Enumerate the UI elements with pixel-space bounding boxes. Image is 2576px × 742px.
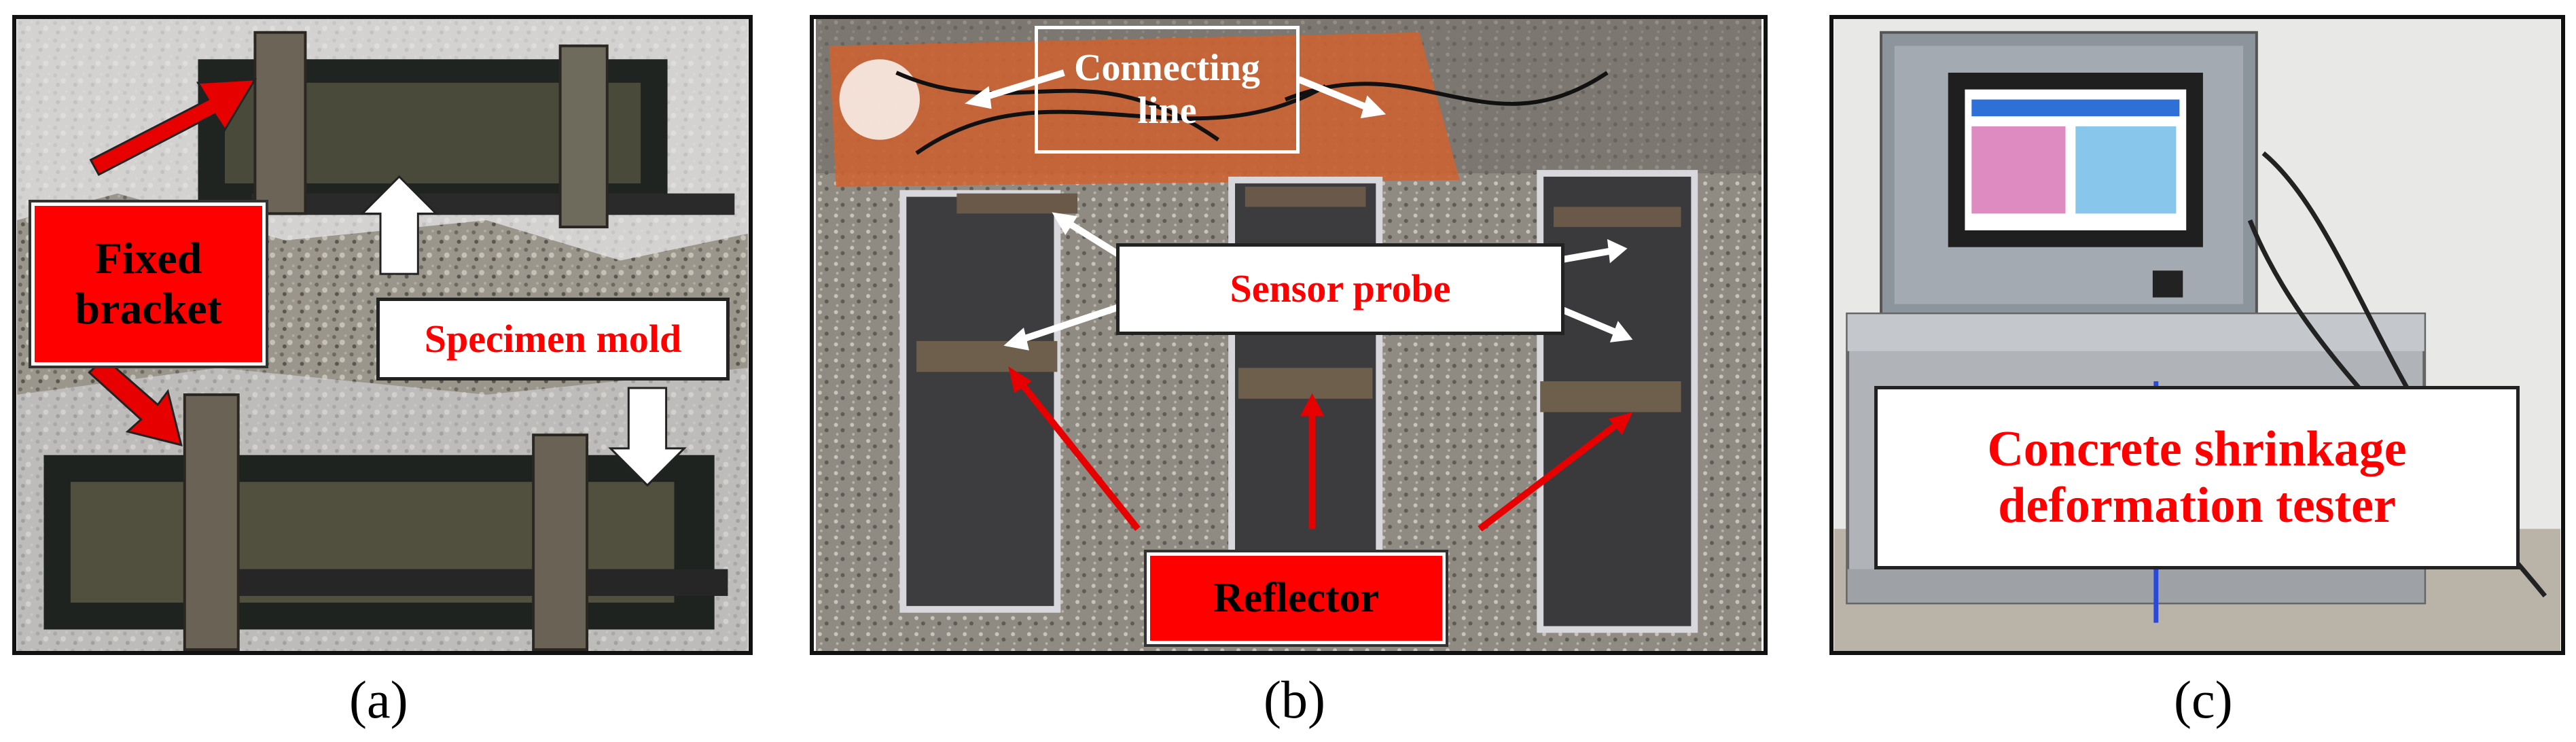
white-arrow-connecting-left (965, 69, 1065, 109)
label-fixed-bracket: Fixed bracket (29, 200, 268, 368)
white-arrow-down (608, 387, 687, 487)
red-arrow-reflector-right (1478, 412, 1633, 532)
panel-c-photo: Concrete shrinkage deformation tester (1829, 15, 2565, 655)
red-arrow-bottom (88, 356, 183, 446)
caption-b: (b) (1264, 670, 1325, 729)
white-arrow-probe-4 (1555, 304, 1633, 342)
tester-device (1880, 31, 2258, 319)
label-specimen-mold: Specimen mold (376, 298, 730, 381)
white-arrow-up (359, 175, 439, 275)
label-sensor-probe: Sensor probe (1116, 243, 1564, 335)
red-arrow-reflector-left (1008, 366, 1141, 531)
white-arrow-connecting-right (1297, 76, 1387, 119)
label-reflector: Reflector (1144, 550, 1448, 647)
white-arrow-probe-2 (1003, 304, 1119, 351)
caption-c: (c) (2174, 670, 2233, 729)
panel-b-photo: Connecting line Sensor probe Reflector (810, 15, 1768, 655)
label-tester: Concrete shrinkage deformation tester (1874, 386, 2520, 569)
red-arrow-reflector-middle (1300, 393, 1325, 529)
white-arrow-probe-3 (1556, 238, 1628, 264)
panel-a-photo: Fixed bracket Specimen mold (12, 15, 753, 655)
caption-a: (a) (349, 670, 408, 729)
label-connecting-line: Connecting line (1035, 26, 1300, 154)
panel-b-scene (815, 19, 1762, 651)
red-arrow-top (89, 78, 257, 177)
panel-a-scene (16, 19, 749, 651)
white-arrow-probe-1 (1052, 212, 1120, 257)
